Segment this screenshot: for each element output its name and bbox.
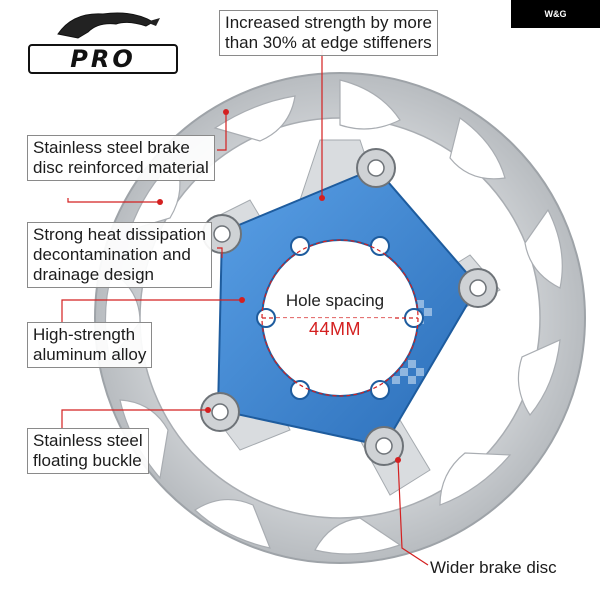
callout-line: Stainless steel brake [33,138,190,157]
badge-text: W&G [544,9,567,19]
leader-dots [157,109,401,463]
brand-badge: W&G [511,0,600,28]
hole-spacing-label: Hole spacing [276,291,394,311]
callout-line: floating buckle [33,451,142,470]
callout-line: High-strength [33,325,136,344]
logo-wordmark: PRO [28,44,178,74]
callout-floating-buckle: Stainless steel floating buckle [27,428,149,474]
callout-reinforced-material: Stainless steel brake disc reinforced ma… [27,135,215,181]
callout-edge-strength: Increased strength by more than 30% at e… [219,10,438,56]
callout-line: Increased strength by more [225,13,432,32]
hole-spacing-value: 44MM [276,318,394,340]
callout-line: aluminum alloy [33,345,147,364]
callout-heat-dissipation: Strong heat dissipation decontamination … [27,222,212,288]
callout-wider-disc: Wider brake disc [430,558,557,577]
callout-line: drainage design [33,265,154,284]
callout-aluminum-alloy: High-strength aluminum alloy [27,322,153,368]
callout-line: than 30% at edge stiffeners [225,33,432,52]
callout-line: disc reinforced material [33,158,209,177]
floating-rivets [200,148,498,466]
callout-line: Strong heat dissipation [33,225,206,244]
callout-line: decontamination and [33,245,191,264]
brand-logo: PRO [28,4,178,76]
leader-lines [61,50,429,566]
panther-icon [57,12,160,39]
callout-line: Stainless steel [33,431,143,450]
